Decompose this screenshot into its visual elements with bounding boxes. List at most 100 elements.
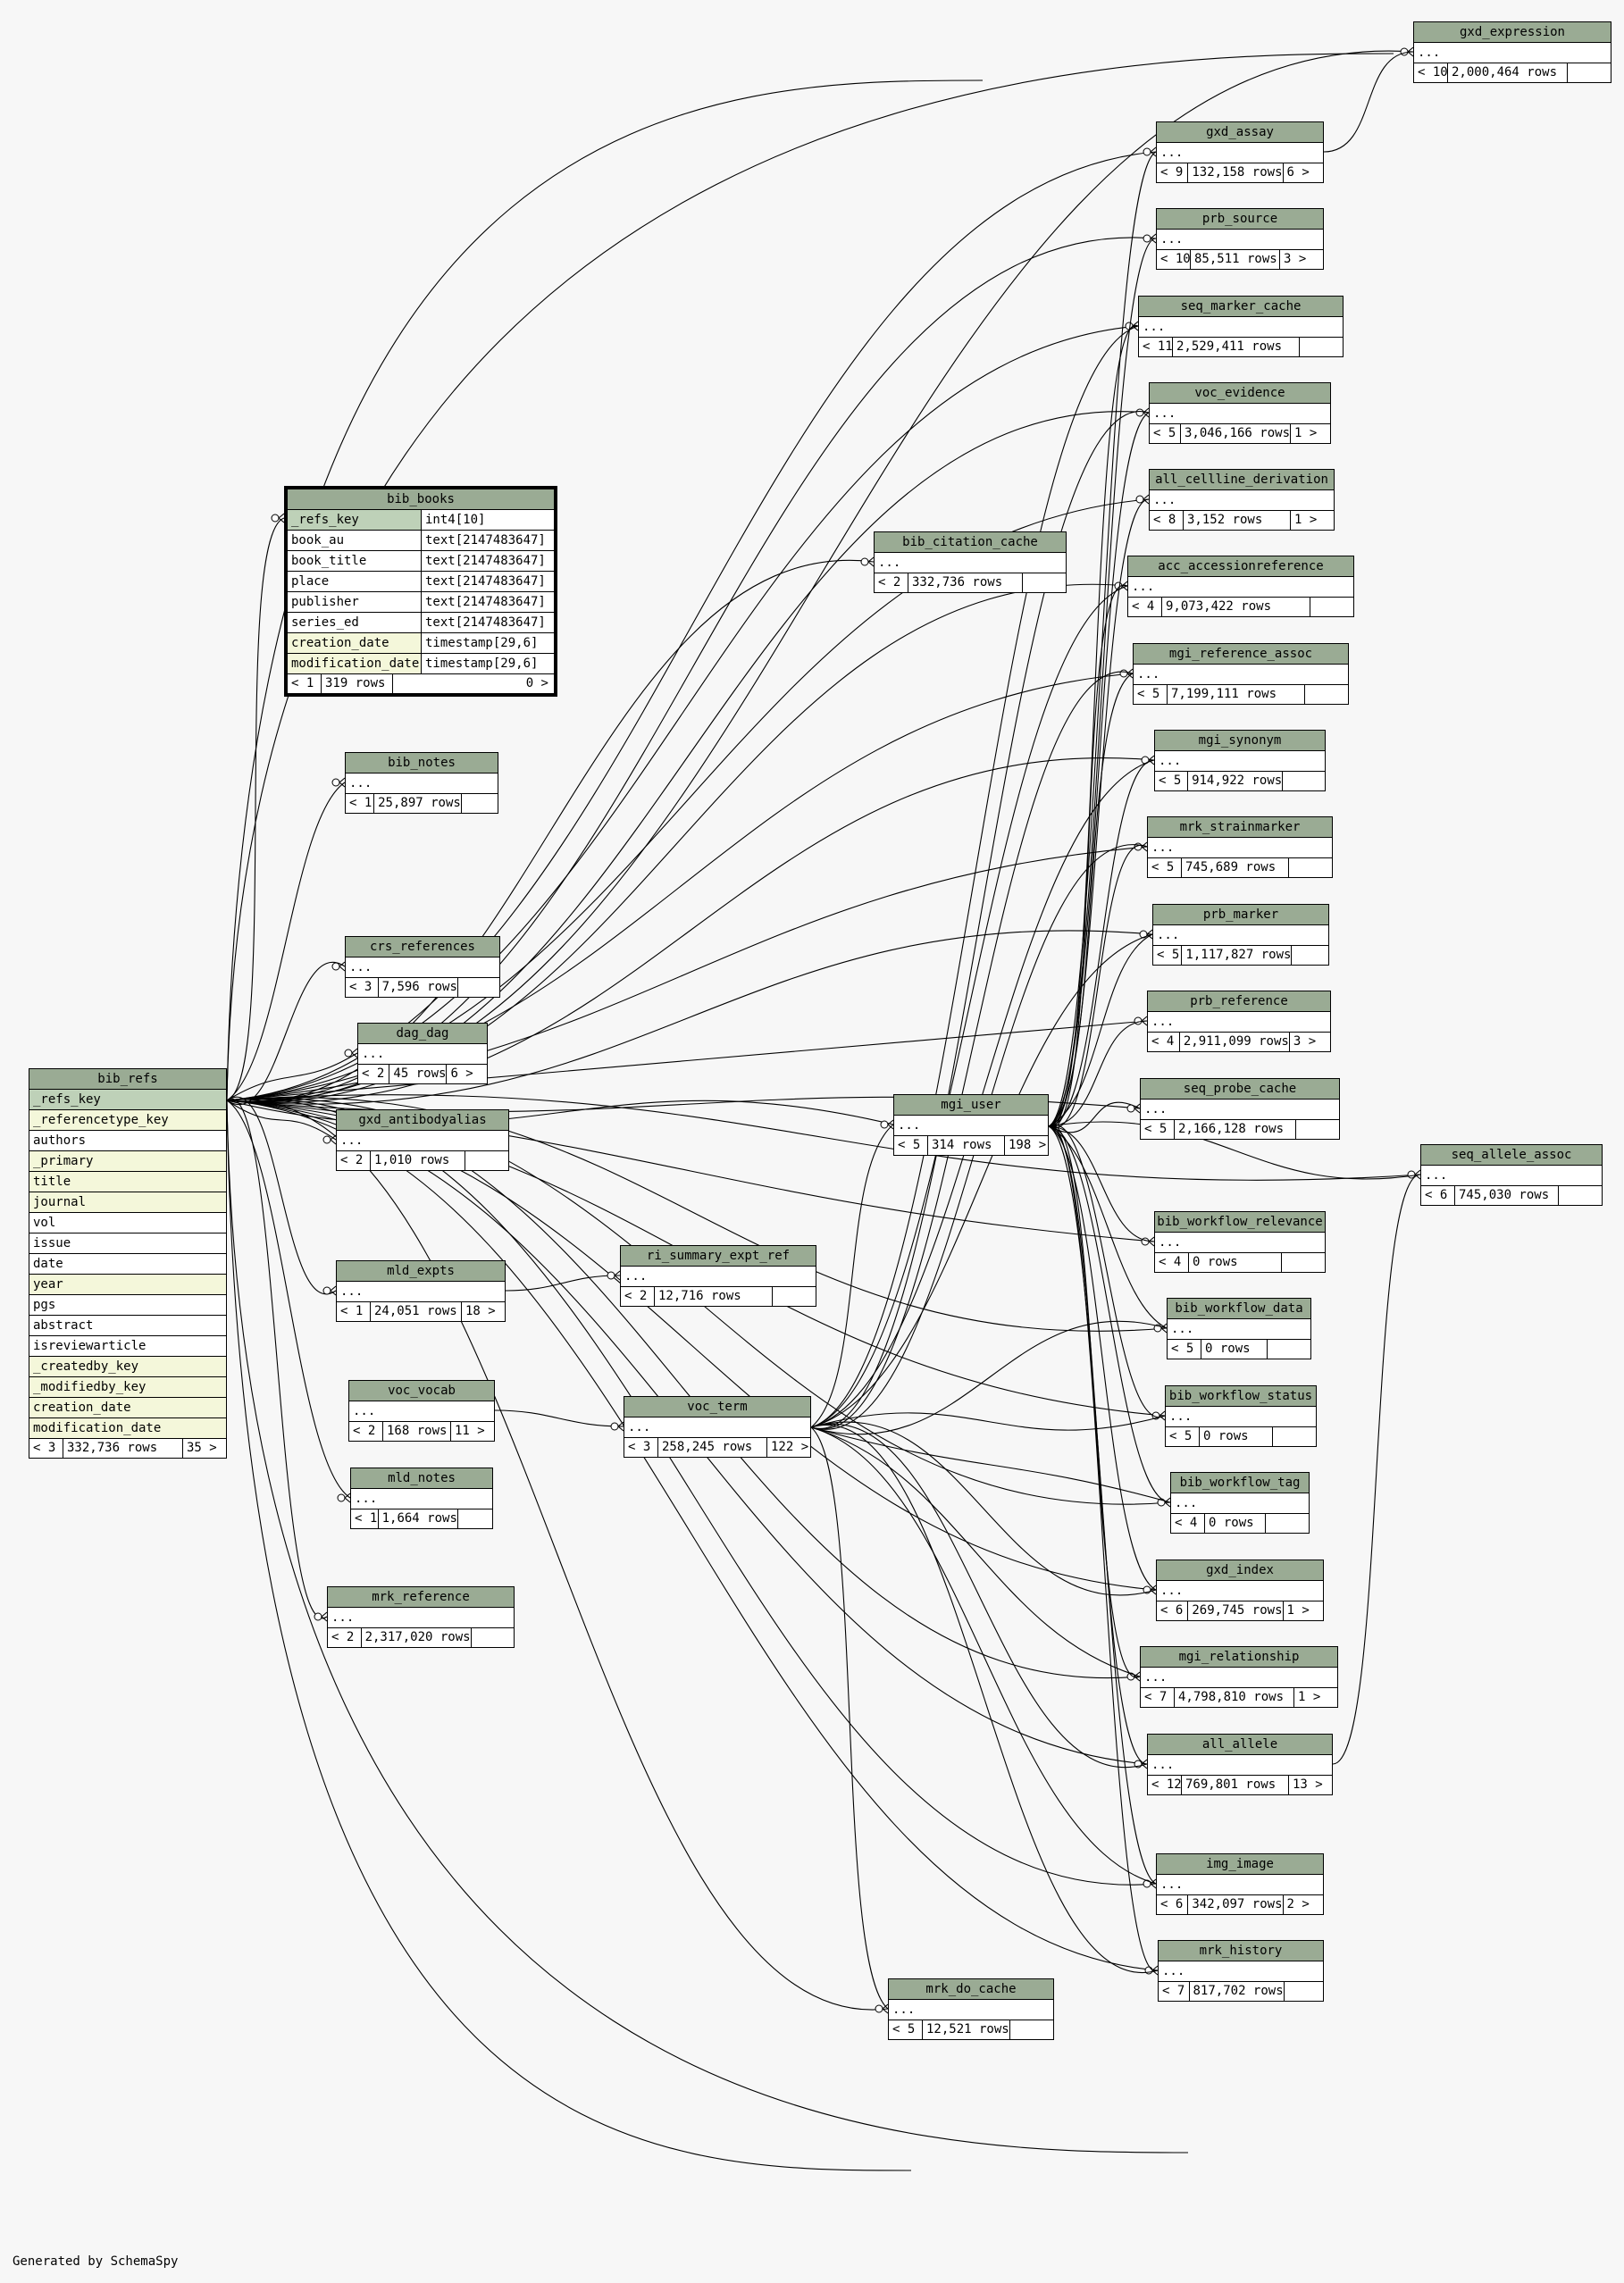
children-count[interactable]	[1268, 1340, 1310, 1359]
parents-count[interactable]: < 5	[1168, 1340, 1201, 1359]
table-name[interactable]: prb_marker	[1153, 905, 1328, 925]
children-count[interactable]	[1559, 1186, 1602, 1205]
parents-count[interactable]: < 5	[1155, 772, 1189, 790]
children-count[interactable]	[458, 978, 499, 997]
children-count[interactable]: 198 >	[1009, 1138, 1047, 1152]
table-name[interactable]: gxd_antibodyalias	[337, 1110, 508, 1131]
parents-count[interactable]: < 5	[889, 2020, 923, 2039]
parents-count[interactable]: < 2	[328, 1628, 362, 1647]
table-name[interactable]: seq_marker_cache	[1139, 297, 1343, 317]
parents-count[interactable]: < 5	[1134, 685, 1168, 704]
table-name[interactable]: gxd_index	[1157, 1560, 1323, 1581]
parents-count[interactable]: < 4	[1128, 598, 1162, 616]
table-name[interactable]: gxd_assay	[1157, 122, 1323, 143]
table-name[interactable]: bib_notes	[346, 753, 498, 774]
table-name[interactable]: dag_dag	[358, 1024, 487, 1044]
table-name[interactable]: prb_source	[1157, 209, 1323, 230]
table-name[interactable]: prb_reference	[1148, 991, 1330, 1012]
parents-count[interactable]: < 11	[1139, 338, 1173, 356]
parents-count[interactable]: < 7	[1159, 1982, 1190, 2001]
children-count[interactable]	[1568, 63, 1611, 82]
parents-count[interactable]: < 2	[349, 1422, 383, 1441]
parents-count[interactable]: < 10	[1157, 250, 1191, 269]
parents-count[interactable]: < 3	[624, 1438, 658, 1457]
children-count[interactable]	[1266, 1514, 1309, 1533]
table-name[interactable]: seq_allele_assoc	[1421, 1145, 1602, 1166]
children-count[interactable]	[1273, 1427, 1316, 1446]
table-name[interactable]: voc_vocab	[349, 1381, 494, 1401]
table-name[interactable]: mrk_strainmarker	[1148, 817, 1332, 838]
children-count[interactable]	[462, 794, 498, 813]
table-name[interactable]: bib_books	[288, 489, 554, 510]
children-count[interactable]: 1 >	[1294, 513, 1318, 527]
children-count[interactable]	[1292, 946, 1328, 965]
table-name[interactable]: mrk_do_cache	[889, 1979, 1053, 2000]
children-count[interactable]	[773, 1287, 816, 1306]
table-name[interactable]: mld_notes	[351, 1468, 492, 1489]
parents-count[interactable]: < 5	[1153, 946, 1183, 965]
children-count[interactable]	[1010, 2020, 1053, 2039]
table-name[interactable]: voc_evidence	[1150, 383, 1330, 404]
table-name[interactable]: bib_citation_cache	[875, 532, 1066, 553]
table-name[interactable]: bib_refs	[29, 1069, 226, 1090]
table-name[interactable]: mgi_relationship	[1141, 1647, 1337, 1668]
parents-count[interactable]: < 10	[1414, 63, 1448, 82]
table-name[interactable]: acc_accessionreference	[1128, 556, 1353, 577]
children-count[interactable]	[1296, 1120, 1339, 1139]
children-count[interactable]	[1282, 1253, 1325, 1272]
parents-count[interactable]: < 6	[1157, 1601, 1189, 1620]
table-name[interactable]: voc_term	[624, 1397, 810, 1417]
children-count[interactable]	[1310, 598, 1353, 616]
parents-count[interactable]: < 6	[1157, 1895, 1189, 1914]
table-name[interactable]: all_allele	[1148, 1735, 1332, 1755]
parents-count[interactable]: < 4	[1155, 1253, 1189, 1272]
parents-count[interactable]: < 4	[1148, 1033, 1180, 1051]
parents-count[interactable]: < 2	[621, 1287, 655, 1306]
children-count[interactable]: 122 >	[771, 1440, 809, 1454]
children-count[interactable]: 2 >	[1286, 1897, 1310, 1911]
children-count[interactable]: 3 >	[1293, 1034, 1317, 1049]
children-count[interactable]	[472, 1628, 514, 1647]
table-name[interactable]: crs_references	[346, 937, 499, 958]
children-count[interactable]: 0 >	[525, 676, 548, 690]
children-count[interactable]	[1305, 685, 1348, 704]
table-name[interactable]: mgi_synonym	[1155, 731, 1325, 751]
children-count[interactable]	[1023, 573, 1066, 592]
parents-count[interactable]: < 2	[337, 1151, 371, 1170]
children-count[interactable]: 1 >	[1298, 1690, 1321, 1704]
table-name[interactable]: seq_probe_cache	[1141, 1079, 1339, 1100]
children-count[interactable]	[1300, 338, 1343, 356]
table-name[interactable]: mgi_user	[894, 1095, 1048, 1116]
parents-count[interactable]: < 9	[1157, 163, 1189, 182]
table-name[interactable]: ri_summary_expt_ref	[621, 1246, 816, 1267]
parents-count[interactable]: < 5	[1141, 1120, 1175, 1139]
children-count[interactable]: 13 >	[1293, 1777, 1323, 1792]
table-name[interactable]: all_cellline_derivation	[1150, 470, 1334, 490]
